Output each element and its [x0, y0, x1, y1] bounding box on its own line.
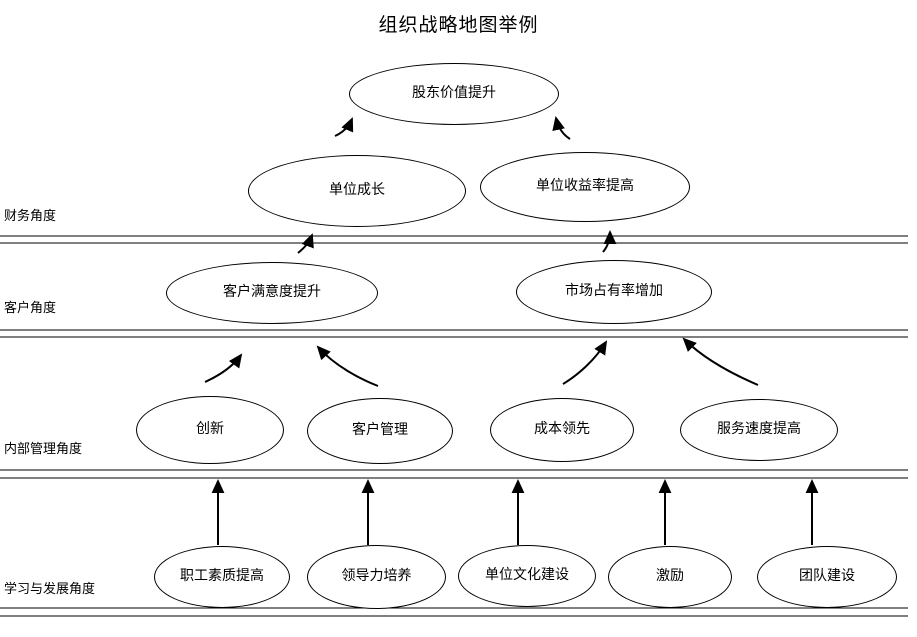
- node-label: 团队建设: [799, 568, 855, 585]
- node-customer-management[interactable]: 客户管理: [307, 398, 453, 464]
- arrow-customer-satisfaction-to-unit-growth: [297, 233, 314, 254]
- node-label: 职工素质提高: [180, 568, 264, 585]
- node-unit-growth[interactable]: 单位成长: [248, 155, 466, 227]
- node-unit-profit-rate[interactable]: 单位收益率提高: [480, 152, 690, 222]
- band-divider-lines: [0, 235, 908, 617]
- node-customer-satisfaction[interactable]: 客户满意度提升: [166, 262, 378, 324]
- node-shareholder-value[interactable]: 股东价值提升: [349, 63, 559, 125]
- arrow-unit-profit-to-shareholder-value: [552, 116, 571, 140]
- node-innovation[interactable]: 创新: [136, 396, 284, 464]
- node-label: 单位文化建设: [485, 567, 569, 584]
- node-service-speed[interactable]: 服务速度提高: [680, 399, 838, 461]
- node-label: 股东价值提升: [412, 85, 496, 102]
- node-label: 服务速度提高: [717, 421, 801, 438]
- node-team-building[interactable]: 团队建设: [757, 546, 897, 608]
- page-title: 组织战略地图举例: [378, 14, 539, 36]
- node-label: 单位收益率提高: [536, 178, 634, 195]
- node-leadership-training[interactable]: 领导力培养: [307, 545, 446, 609]
- node-incentive[interactable]: 激励: [608, 546, 732, 608]
- arrow-market-share-to-unit-profit: [602, 230, 617, 253]
- node-label: 市场占有率增加: [565, 283, 663, 300]
- node-label: 成本领先: [534, 421, 590, 438]
- arrow-service-speed-to-market-share: [682, 337, 759, 386]
- band-label-3: 学习与发展角度: [4, 582, 96, 597]
- curved-arrows: [204, 116, 759, 387]
- node-label: 客户满意度提升: [223, 284, 321, 301]
- node-label: 领导力培养: [341, 568, 412, 585]
- node-cost-leadership[interactable]: 成本领先: [490, 398, 634, 462]
- node-label: 客户管理: [352, 422, 408, 439]
- arrow-innovation-to-customer-satisfaction: [204, 353, 243, 383]
- arrow-unit-growth-to-shareholder-value: [334, 117, 354, 137]
- straight-arrows: [211, 479, 819, 545]
- band-label-1: 客户角度: [4, 301, 57, 316]
- arrow-cost-leadership-to-market-share: [562, 340, 608, 385]
- band-label-0: 财务角度: [4, 209, 57, 224]
- node-market-share[interactable]: 市场占有率增加: [516, 260, 712, 324]
- node-label: 激励: [656, 568, 684, 585]
- node-label: 创新: [196, 421, 224, 438]
- arrow-customer-mgmt-to-customer-satisfaction: [316, 345, 379, 387]
- band-label-2: 内部管理角度: [4, 442, 83, 457]
- node-unit-culture[interactable]: 单位文化建设: [458, 545, 596, 607]
- node-label: 单位成长: [329, 182, 385, 199]
- node-staff-quality[interactable]: 职工素质提高: [154, 546, 290, 608]
